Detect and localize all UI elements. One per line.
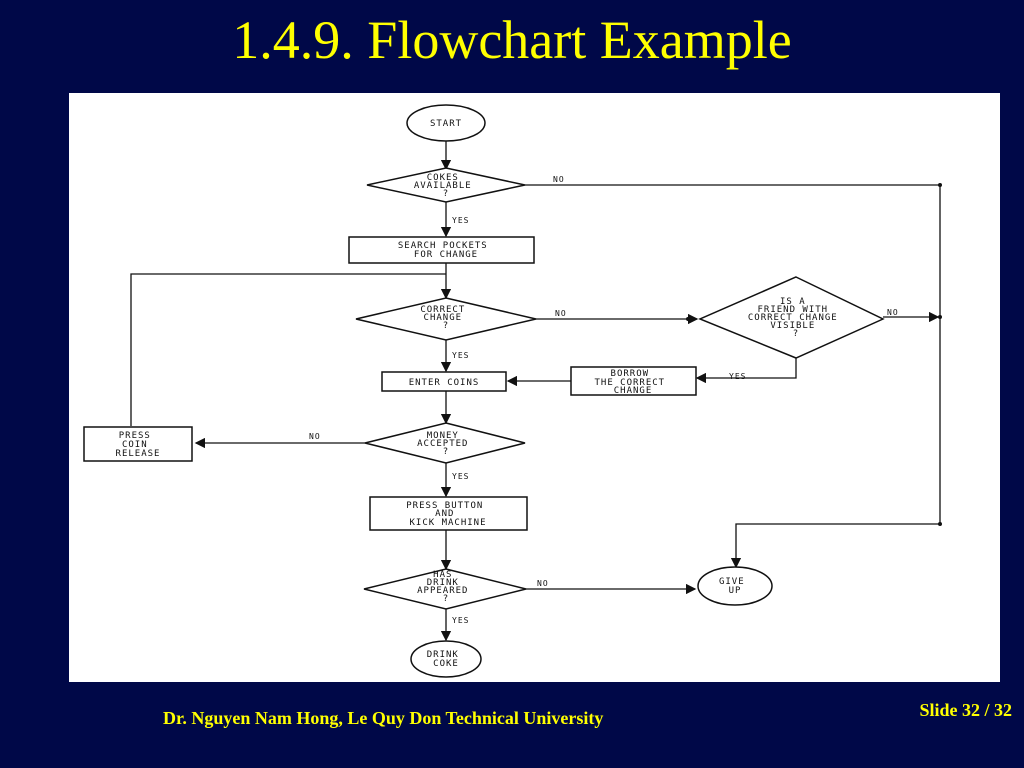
drink-appeared-label: HAS DRINK APPEARED ? xyxy=(417,570,475,604)
give-up-label: GIVE UP xyxy=(719,577,751,596)
borrow-change-label: BORROW THE CORRECT CHANGE xyxy=(594,369,671,396)
money-accepted-decision xyxy=(364,422,526,464)
drink-no-label: NO xyxy=(537,579,549,588)
change-no-label: NO xyxy=(555,309,567,318)
drink-coke-label: DRINK COKE xyxy=(427,650,466,669)
change-yes-label: YES xyxy=(452,351,469,360)
correct-change-label: CORRECT CHANGE ? xyxy=(420,305,471,331)
edge-friend-yes-to-borrow xyxy=(695,356,797,384)
diagram-panel: START COKES AVAILABLE ? SEARCH POCKETS F… xyxy=(69,93,1000,682)
drink-appeared-decision xyxy=(363,568,527,610)
friend-visible-label: IS A FRIEND WITH CORRECT CHANGE VISIBLE … xyxy=(748,297,844,339)
drink-coke-terminal xyxy=(410,640,482,678)
search-pockets-process xyxy=(348,236,535,264)
edge-right-to-giveup xyxy=(730,523,940,569)
flowchart: START COKES AVAILABLE ? SEARCH POCKETS F… xyxy=(83,104,942,678)
press-button-process xyxy=(369,496,528,531)
slide-number: Slide 32 / 32 xyxy=(919,700,1012,720)
cokes-no-label: NO xyxy=(553,175,565,184)
press-button-label: PRESS BUTTON AND KICK MACHINE xyxy=(406,501,489,528)
start-label: START xyxy=(430,119,462,129)
enter-coins-label: ENTER COINS xyxy=(409,378,480,388)
slide-title: 1.4.9. Flowchart Example xyxy=(232,10,792,70)
friend-no-label: NO xyxy=(887,308,899,317)
money-accepted-label: MONEY ACCEPTED ? xyxy=(417,431,475,457)
edge-cokes-no-to-giveup xyxy=(525,184,941,524)
junction-dot xyxy=(938,522,942,526)
start-terminal xyxy=(406,104,486,142)
footer-credit: Dr. Nguyen Nam Hong, Le Quy Don Technica… xyxy=(163,708,604,728)
borrow-change-process xyxy=(570,366,697,396)
press-coin-release-label: PRESS COIN RELEASE xyxy=(116,431,161,459)
friend-visible-decision xyxy=(698,276,885,359)
edge-release-loop-to-search xyxy=(130,273,446,426)
money-yes-label: YES xyxy=(452,472,469,481)
drink-yes-label: YES xyxy=(452,616,469,625)
press-coin-release-process xyxy=(83,426,193,462)
search-pockets-label: SEARCH POCKETS FOR CHANGE xyxy=(398,241,494,260)
friend-yes-label: YES xyxy=(729,372,746,381)
cokes-available-label: COKES AVAILABLE ? xyxy=(414,173,478,199)
enter-coins-process xyxy=(381,371,507,392)
give-up-terminal xyxy=(697,566,773,606)
junction-dot xyxy=(938,183,942,187)
cokes-available-decision xyxy=(366,167,526,203)
junction-dot xyxy=(938,315,942,319)
money-no-label: NO xyxy=(309,432,321,441)
junction-dot xyxy=(686,317,690,321)
cokes-yes-label: YES xyxy=(452,216,469,225)
correct-change-decision xyxy=(355,297,537,341)
